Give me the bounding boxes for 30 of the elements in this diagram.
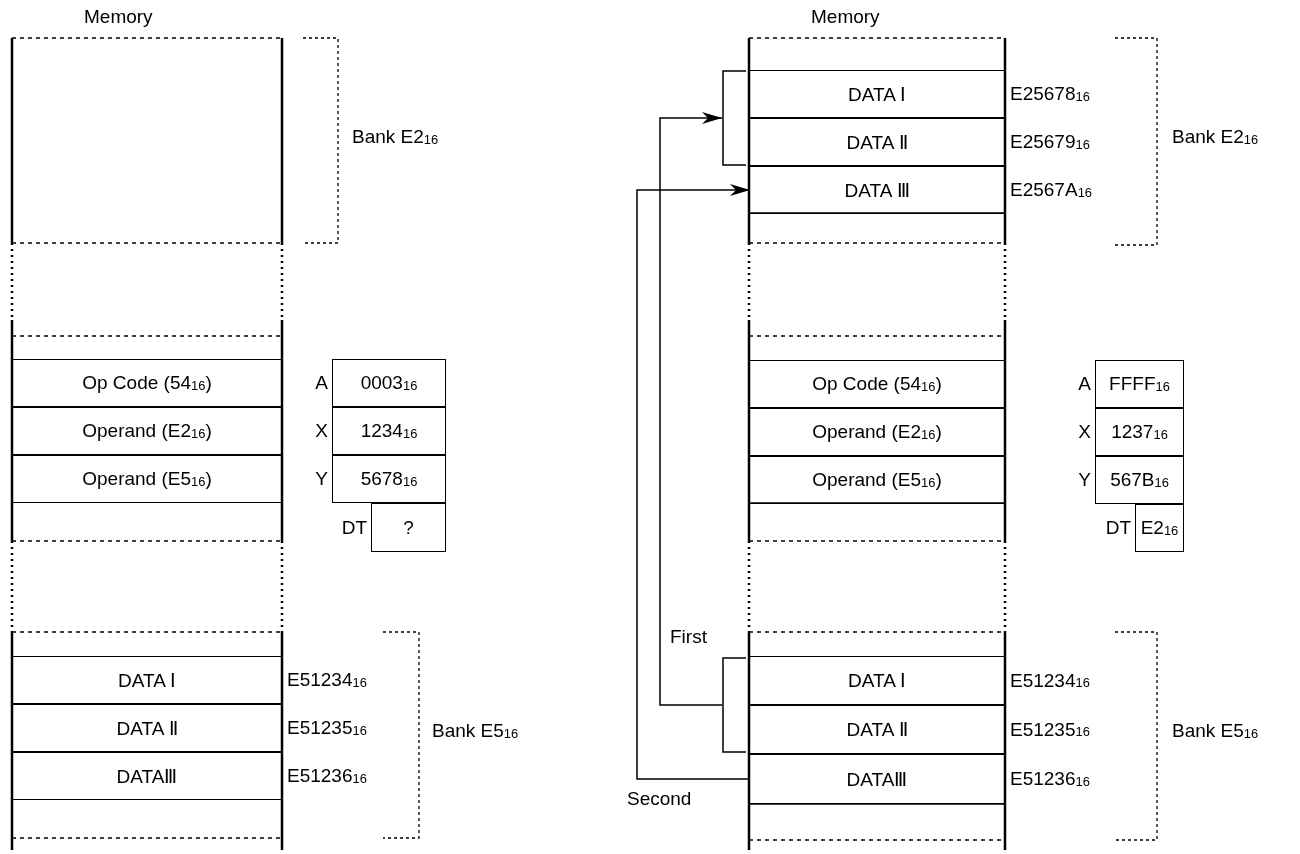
register-name: X	[315, 420, 328, 442]
cell-text: DATA Ⅰ	[117, 668, 177, 692]
register-name: Y	[315, 468, 328, 490]
register-name: X	[1078, 421, 1091, 443]
memory-cell	[750, 360, 1004, 408]
register-name: DT	[341, 516, 367, 539]
cell-text: DATAⅢ	[846, 767, 908, 791]
cell-text: DATA Ⅲ	[844, 178, 910, 202]
cell-text: DATA Ⅰ	[847, 669, 907, 692]
memory-cell	[750, 456, 1004, 504]
bracket-shape	[722, 70, 746, 166]
bracket-shape	[722, 657, 746, 753]
cell-text: DATA Ⅱ	[846, 130, 908, 154]
cell-text: DATA Ⅱ	[846, 718, 908, 741]
register-name: A	[315, 372, 328, 394]
memory-cell	[13, 359, 281, 407]
arrow	[636, 184, 751, 780]
register-name: Y	[1078, 469, 1091, 491]
register-name: A	[1078, 373, 1091, 395]
arrow	[659, 112, 723, 706]
memory-cell	[13, 455, 281, 503]
cell-text: DATA Ⅱ	[116, 716, 178, 740]
register-name: DT	[1105, 517, 1131, 539]
register-value: ?	[403, 516, 414, 539]
memory-cell	[13, 407, 281, 455]
cell-text: DATAⅢ	[116, 764, 178, 788]
memory-heading: Memory	[811, 6, 880, 28]
memory-heading: Memory	[84, 6, 153, 28]
cell-text: DATA Ⅰ	[847, 82, 907, 106]
memory-cell	[750, 408, 1004, 456]
